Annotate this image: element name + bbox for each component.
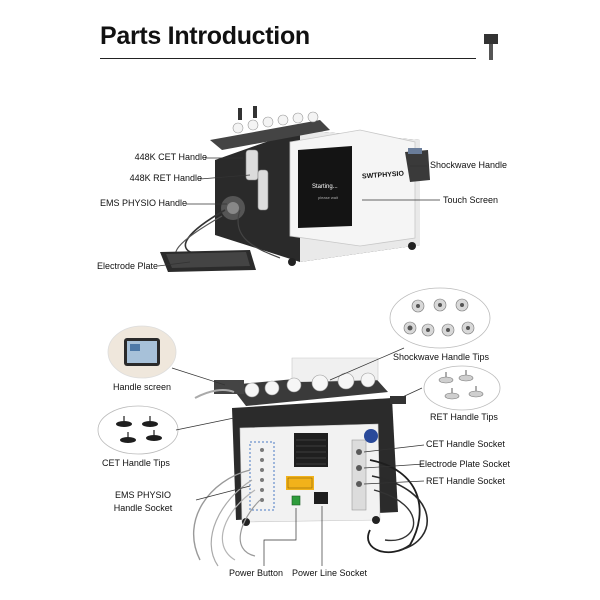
label-ems-socket-line2: Handle Socket — [113, 503, 173, 513]
top-leader-lines — [157, 157, 440, 267]
screen-status: Starting... — [312, 184, 338, 190]
label-cet-socket: CET Handle Socket — [426, 439, 505, 449]
page-title: Parts Introduction — [100, 22, 310, 50]
label-shockwave-handle: Shockwave Handle — [430, 160, 508, 170]
title-underline — [100, 58, 476, 59]
handle-icon — [484, 34, 498, 60]
screen-substatus: please wait — [318, 195, 339, 200]
label-ret-socket: RET Handle Socket — [426, 476, 505, 486]
label-ems-handle: EMS PHYSIO Handle — [99, 198, 187, 208]
machine-back-view — [193, 357, 428, 567]
handle-screen-inset — [107, 325, 177, 379]
machine-front-view — [160, 106, 430, 272]
label-cet-tips: CET Handle Tips — [102, 458, 170, 468]
label-electrode-socket: Electrode Plate Socket — [419, 459, 511, 469]
shockwave-tips-inset — [389, 287, 491, 349]
label-power-line-socket: Power Line Socket — [292, 568, 368, 578]
label-power-button: Power Button — [229, 568, 284, 578]
label-touch-screen: Touch Screen — [443, 195, 499, 205]
label-ret-tips: RET Handle Tips — [430, 412, 498, 422]
label-handle-screen: Handle screen — [112, 382, 172, 392]
ret-tips-inset — [423, 365, 501, 411]
label-electrode-plate: Electrode Plate — [96, 261, 158, 271]
cet-tips-inset — [97, 405, 179, 455]
label-ems-socket-line1: EMS PHYSIO — [114, 490, 171, 500]
label-shockwave-tips: Shockwave Handle Tips — [393, 352, 490, 362]
bottom-leader-lines — [171, 347, 425, 566]
label-ret-handle: 448K RET Handle — [129, 173, 202, 183]
label-cet-handle: 448K CET Handle — [134, 152, 207, 162]
